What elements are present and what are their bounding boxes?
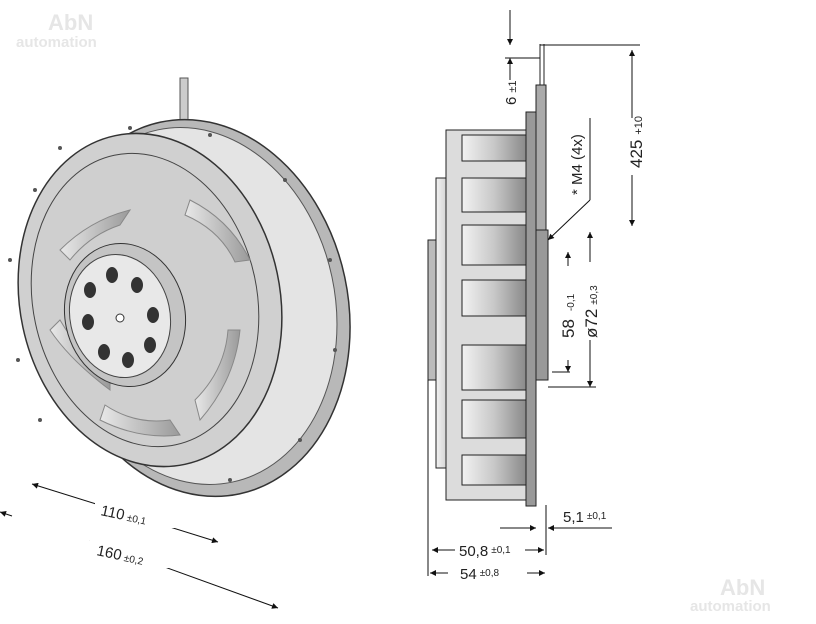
dimension-outer-diameter: 160±0,2 xyxy=(0,511,279,609)
dimension-width-total: 54±0,8 xyxy=(460,566,500,583)
hub-holes xyxy=(82,267,159,368)
dimension-width-inner: 50,8±0,1 xyxy=(459,543,511,560)
dimension-cable-length: 425+10 xyxy=(627,116,646,168)
dimension-flange-diameter: ø72±0,3 xyxy=(582,285,601,338)
svg-text:160±0,2: 160±0,2 xyxy=(95,542,145,569)
thread-label: * M4 (4x) xyxy=(569,134,586,195)
rim-screws xyxy=(8,126,337,482)
svg-text:automation: automation xyxy=(16,34,97,51)
svg-text:automation: automation xyxy=(690,598,771,615)
dimension-cable-offset: 6±1 xyxy=(503,81,520,106)
svg-text:110±0,1: 110±0,1 xyxy=(99,502,148,528)
flange xyxy=(525,111,537,507)
dimension-inner-diameter: 110±0,1 xyxy=(31,482,219,544)
fan-side-view xyxy=(427,44,549,507)
dimension-flange-thickness: 5,1±0,1 xyxy=(563,509,607,526)
cable-side xyxy=(535,84,547,231)
dimension-hole-spacing: 58-0,1 xyxy=(559,293,578,338)
svg-text:AbN: AbN xyxy=(720,575,765,600)
svg-text:AbN: AbN xyxy=(48,10,93,35)
watermark-top-left: AbN automation xyxy=(16,10,97,51)
fan-perspective-view xyxy=(8,77,351,498)
watermark-bottom-right: AbN automation xyxy=(690,575,771,615)
